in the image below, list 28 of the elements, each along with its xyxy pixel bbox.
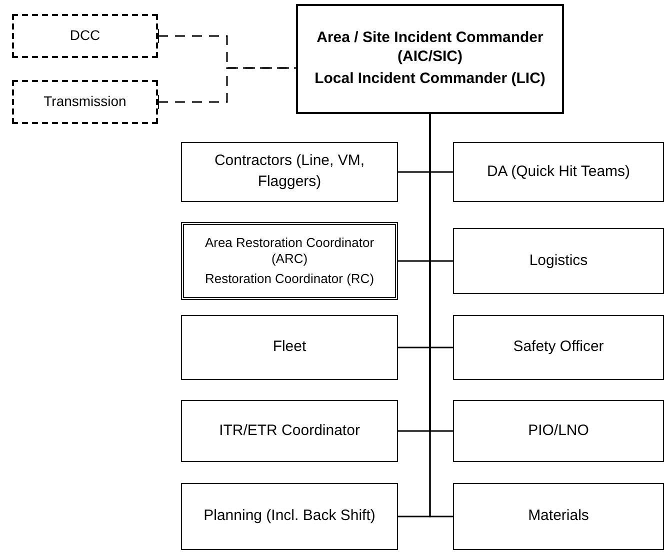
role-box bbox=[181, 400, 398, 462]
role-box bbox=[181, 222, 398, 300]
role-box bbox=[453, 400, 664, 462]
role-title: Fleet bbox=[272, 337, 306, 358]
role-title: Restoration Coordinator (RC) bbox=[204, 271, 374, 288]
role-title: Materials bbox=[528, 506, 589, 526]
commander-box bbox=[296, 4, 564, 114]
role-title: Area / Site Incident Commander (AIC/SIC) bbox=[316, 28, 544, 66]
role-box bbox=[181, 142, 398, 202]
dashed-box bbox=[12, 80, 158, 124]
role-title: DA (Quick Hit Teams) bbox=[486, 162, 630, 182]
role-title: Contractors (Line, VM, Flaggers) bbox=[213, 151, 366, 192]
role-title: Planning (Incl. Back Shift) bbox=[204, 506, 376, 526]
role-title: DCC bbox=[70, 27, 100, 45]
role-title: Transmission bbox=[44, 93, 126, 111]
role-box bbox=[453, 142, 664, 202]
role-box bbox=[181, 315, 398, 380]
role-title: Area Restoration Coordinator (ARC) bbox=[204, 234, 376, 268]
role-box bbox=[453, 483, 664, 550]
role-title: ITR/ETR Coordinator bbox=[219, 420, 360, 441]
role-title: Logistics bbox=[529, 250, 588, 271]
role-box bbox=[453, 228, 664, 294]
role-title: PIO/LNO bbox=[528, 420, 589, 441]
role-box bbox=[453, 315, 664, 380]
role-title: Local Incident Commander (LIC) bbox=[314, 70, 546, 90]
role-title: Safety Officer bbox=[513, 337, 604, 358]
role-box bbox=[181, 483, 398, 550]
dashed-box bbox=[12, 14, 158, 58]
